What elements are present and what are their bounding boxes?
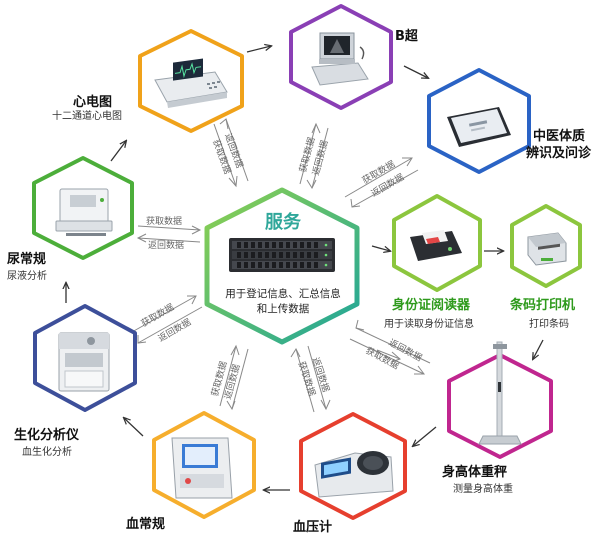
exchange-height <box>349 319 431 375</box>
card-reader-icon <box>410 230 462 261</box>
tcm-node[interactable] <box>425 67 533 175</box>
blood-routine-node[interactable] <box>150 410 258 520</box>
service-node[interactable] <box>199 186 365 346</box>
barcode-printer-node[interactable] <box>508 203 584 289</box>
exchange-blood <box>219 344 249 411</box>
height-scale-icon <box>478 341 522 445</box>
exchange-label-fetch: 获取数据 <box>146 217 183 227</box>
server-rack-icon <box>229 238 335 272</box>
ecg-hexagon <box>138 29 244 133</box>
urine-title: 尿常规 <box>7 252 47 267</box>
ultrasound-machine-icon <box>311 32 369 86</box>
biochem-hexagon <box>33 304 137 412</box>
urine-analyzer-icon <box>55 188 113 236</box>
biochem-node[interactable] <box>31 303 139 413</box>
tablet-icon <box>447 107 511 147</box>
blood-pressure-title: 血压计 <box>293 520 333 535</box>
biochem-title: 生化分析仪 <box>14 428 80 443</box>
service-hexagon <box>204 187 360 345</box>
ultrasound-hexagon <box>289 4 393 110</box>
bp-monitor-icon <box>314 451 394 498</box>
exchange-urine <box>136 225 202 243</box>
service-description: 用于登记信息、汇总信息和上传数据 <box>225 288 341 315</box>
label-printer-icon <box>527 232 567 266</box>
ultrasound-title: B超 <box>395 29 418 44</box>
service-title: 服务 <box>265 212 301 233</box>
tcm-title-line1: 中医体质 <box>533 129 586 144</box>
height-weight-hexagon <box>447 341 553 459</box>
blood-pressure-node[interactable] <box>297 411 409 521</box>
tcm-title-line2: 辨识及问诊 <box>526 146 592 161</box>
height-weight-node[interactable] <box>445 341 555 460</box>
ecg-subtitle: 十二通道心电图 <box>52 111 122 122</box>
exchange-biochem <box>131 295 203 344</box>
ecg-machine-icon <box>154 58 228 108</box>
urine-node[interactable] <box>30 155 136 261</box>
biochem-analyzer-icon <box>58 332 110 392</box>
height-weight-title: 身高体重秤 <box>442 465 508 480</box>
tcm-hexagon <box>427 68 531 174</box>
blood-pressure-hexagon <box>299 412 407 520</box>
exchange-bp <box>290 345 331 413</box>
flow-arrow-height-to-bp <box>413 426 437 446</box>
flow-arrow-ultrasound-to-tcm <box>403 65 428 78</box>
exchange-idreader <box>376 349 401 363</box>
flow-arrow-center-to-idreader <box>371 245 390 251</box>
id-reader-title: 身份证阅读器 <box>392 298 471 313</box>
urine-hexagon <box>32 156 134 260</box>
id-reader-node[interactable] <box>390 193 484 293</box>
hematology-analyzer-icon <box>171 437 233 499</box>
ecg-node[interactable] <box>135 28 247 134</box>
barcode-printer-hexagon <box>510 204 582 288</box>
flow-arrow-urine-to-ecg <box>110 141 126 162</box>
flow-arrow-printer-to-height <box>533 339 544 359</box>
barcode-printer-title: 条码打印机 <box>510 298 576 313</box>
flow-arrow-ecg-to-ultrasound <box>246 46 271 53</box>
urine-subtitle: 尿液分析 <box>7 271 47 282</box>
exchange-label-return: 返回数据 <box>148 241 185 251</box>
exchange-ecg <box>213 118 249 188</box>
barcode-printer-subtitle: 打印条码 <box>529 319 569 330</box>
id-reader-subtitle: 用于读取身份证信息 <box>384 319 474 330</box>
blood-routine-title: 血常规 <box>126 517 166 532</box>
ultrasound-node[interactable] <box>286 3 396 111</box>
ecg-title: 心电图 <box>73 95 113 110</box>
exchange-ultrasound <box>299 122 329 190</box>
blood-routine-hexagon <box>152 411 256 519</box>
flow-arrow-blood-to-biochem <box>124 418 144 437</box>
height-weight-subtitle: 测量身高体重 <box>453 484 513 495</box>
id-reader-hexagon <box>392 194 482 292</box>
exchange-tcm <box>344 157 419 208</box>
biochem-subtitle: 血生化分析 <box>22 447 72 458</box>
